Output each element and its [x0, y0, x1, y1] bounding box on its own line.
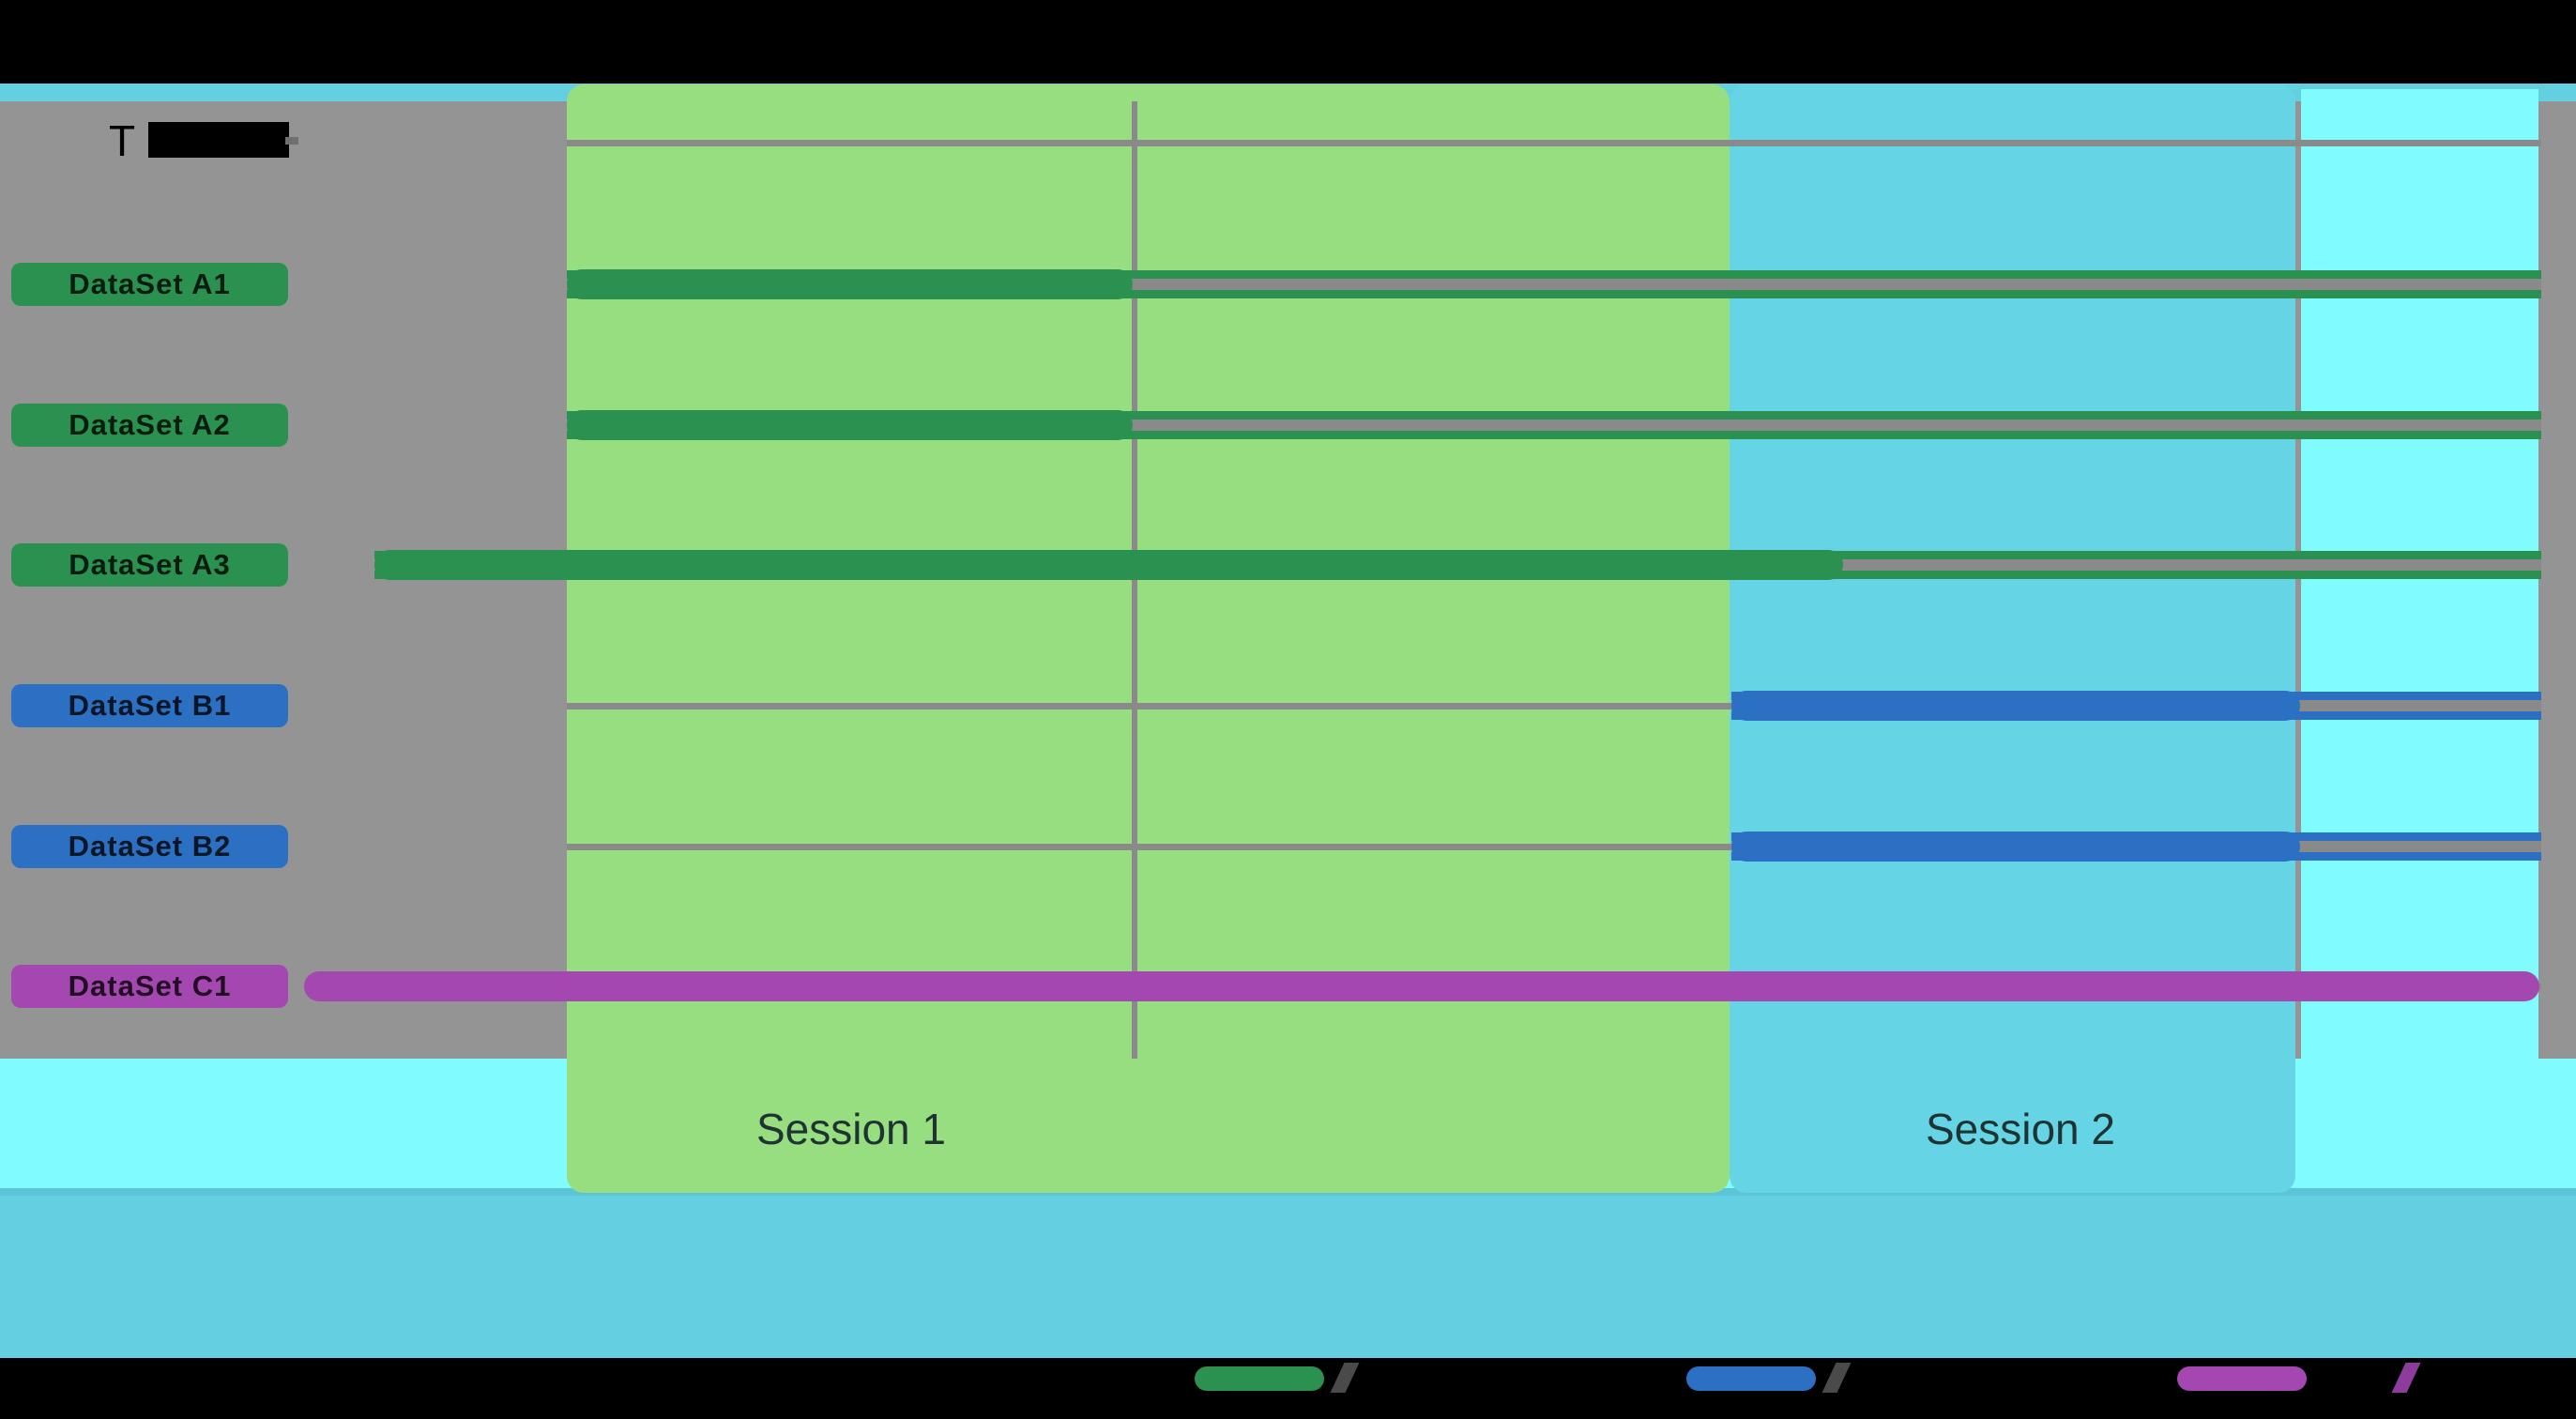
row-label-text: DataSet B2	[68, 830, 232, 862]
row-label-pill: DataSet B1	[11, 684, 288, 727]
task-bar[interactable]	[1731, 832, 2300, 862]
row-label-pill: DataSet A1	[11, 263, 288, 306]
legend-pill-series-C[interactable]	[2177, 1366, 2307, 1391]
title-redaction-box	[148, 122, 289, 158]
task-bar[interactable]	[567, 410, 1133, 440]
chart-title: T	[109, 116, 136, 165]
row-label-text: DataSet C1	[68, 969, 232, 1002]
legend-pill-series-B[interactable]	[1686, 1366, 1816, 1391]
task-bar[interactable]	[304, 971, 2539, 1001]
row-label-pill: DataSet A2	[11, 404, 288, 447]
v-gridline	[1132, 101, 1137, 1059]
task-bar[interactable]	[567, 269, 1133, 299]
session-band-2	[1730, 84, 2295, 1193]
legend-pill-series-A[interactable]	[1195, 1366, 1324, 1391]
right-aqua-column	[2301, 89, 2538, 1188]
session-label-1: Session 1	[755, 1105, 947, 1153]
row-label-pill: DataSet B2	[11, 825, 288, 868]
row-label-pill: DataSet C1	[11, 965, 288, 1008]
session-label-2: Session 2	[1925, 1105, 2116, 1153]
task-bar[interactable]	[374, 550, 1843, 580]
h-gridline	[567, 140, 2541, 146]
h-gridline	[567, 844, 2541, 850]
top-black-bar	[0, 0, 2576, 84]
row-label-text: DataSet B1	[68, 689, 232, 722]
h-gridline	[567, 703, 2541, 710]
row-label-text: DataSet A3	[69, 548, 231, 581]
row-label-text: DataSet A2	[69, 408, 231, 441]
row-label-pill: DataSet A3	[11, 543, 288, 587]
y-axis-tick	[285, 137, 298, 145]
session-band-1	[567, 84, 1730, 1193]
row-label-text: DataSet A1	[69, 267, 231, 300]
task-bar[interactable]	[1731, 691, 2300, 721]
